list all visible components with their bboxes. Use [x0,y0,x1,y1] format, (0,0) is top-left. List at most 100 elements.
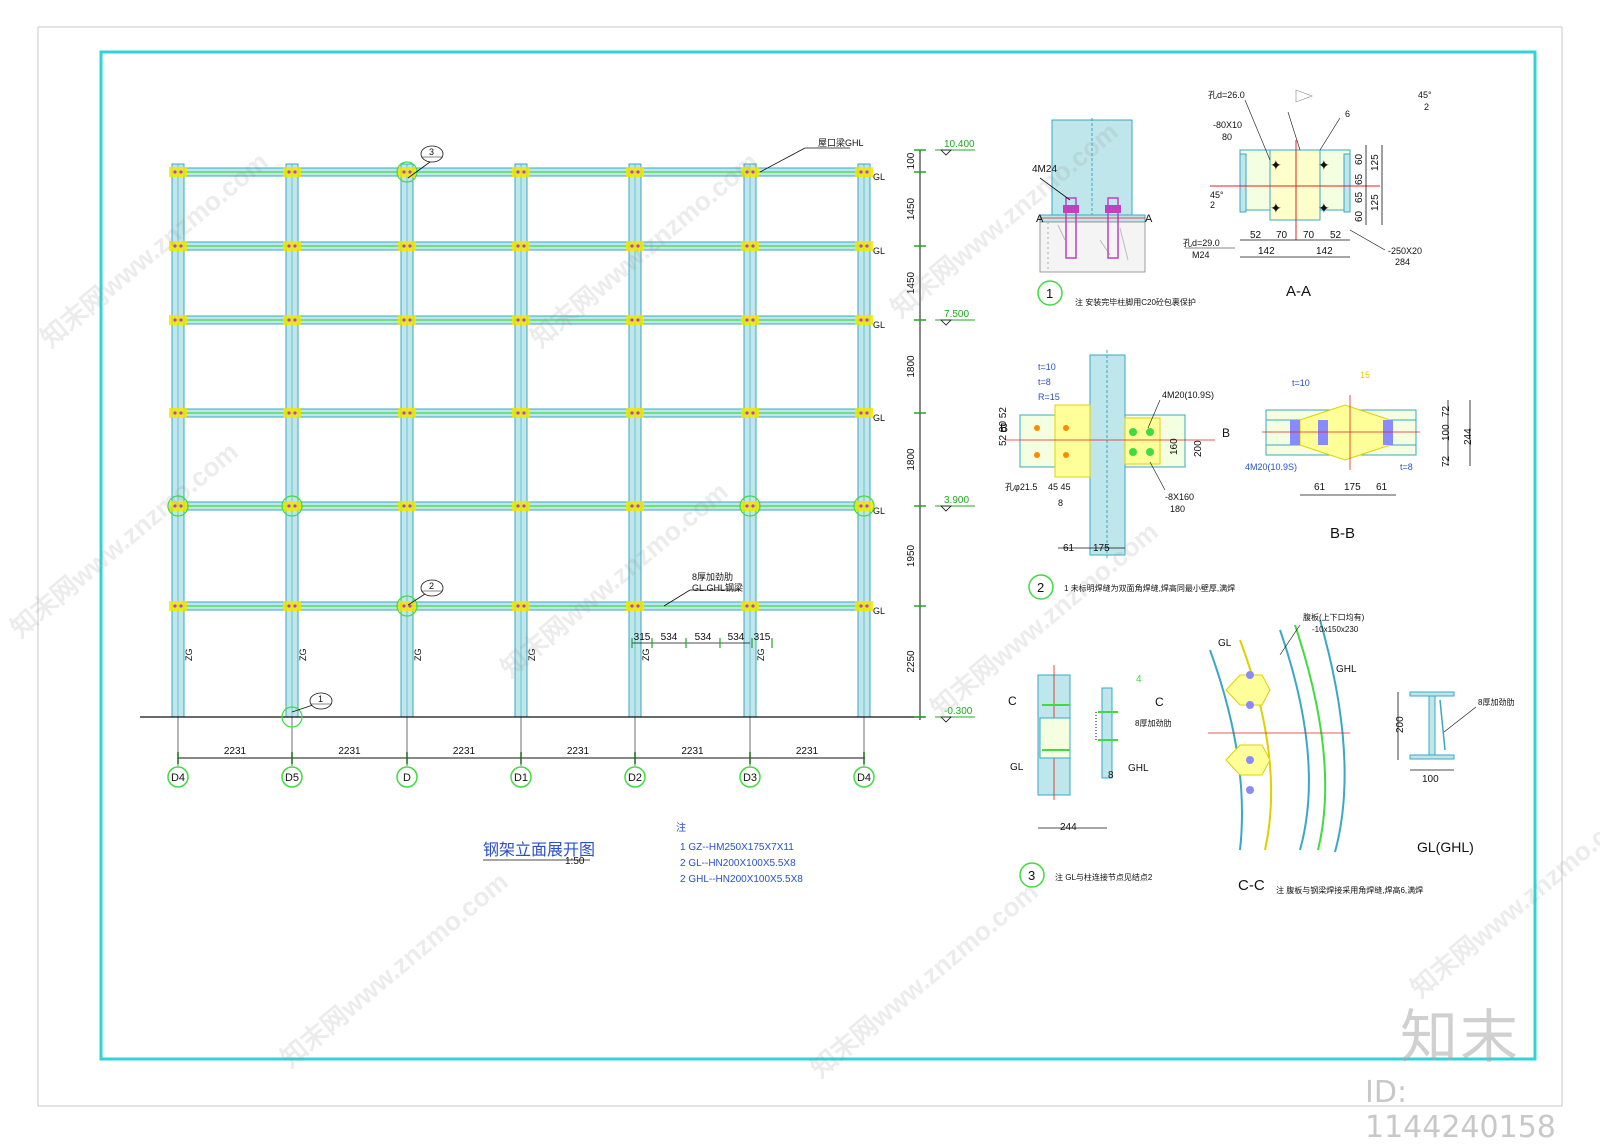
bolt-mark [408,318,412,322]
d2-dim-b1: 61 [1063,543,1075,554]
aa-angle-top: 45° [1418,90,1432,100]
beam-connection [626,167,644,177]
stiffener-dimension: 315 [634,632,651,643]
cc-title: C-C [1238,877,1265,894]
bay-dimension: 2231 [681,746,704,757]
id-tag: ID: 1144240158 [1365,1075,1556,1145]
detail-1-section-right: A [1145,213,1153,225]
bolt-mark [516,504,520,508]
detail-1-bolt: 4M24 [1032,164,1057,175]
bolt-mark [522,411,526,415]
beams-group [169,167,873,611]
joint-mark [853,495,875,517]
bolt-mark [630,170,634,174]
column-label: ZG [756,649,766,662]
cc-note: 注 腹板与钢梁焊接采用角焊缝,焊高6,满焊 [1276,885,1423,895]
level-dimension: 2250 [906,650,917,673]
beam-label: GL [873,413,885,423]
d2-dims-45: 45 45 [1048,482,1071,492]
d2-dim-b2: 175 [1093,543,1110,554]
d3-four: 4 [1136,674,1142,685]
beam-connection [169,501,187,511]
d2-section-left: B [1000,421,1008,435]
beam-connection [512,408,530,418]
note-2: 2 GL--HN200X100X5.5X8 [680,858,796,869]
bolt-mark [179,318,183,322]
bolt-mark [751,244,755,248]
callout-3-num: 3 [429,147,434,157]
aa-bolt-bottom: M24 [1192,250,1210,260]
bb-dim-r3: 72 [1441,455,1452,467]
bb-dim-b1: 61 [1314,482,1326,493]
columns-group [171,163,871,718]
elevation-scale: 1:50 [565,856,585,867]
bolt-mark [287,604,291,608]
beam-connection [398,167,416,177]
bolt-mark [287,411,291,415]
axis-label: D5 [285,772,299,784]
beam-connection [512,167,530,177]
beam-connection [283,315,301,325]
joint-mark [396,161,418,183]
aa-dim-b4: 52 [1330,230,1342,241]
beam-connection [855,241,873,251]
beam-label: GL [873,246,885,256]
elevation-triangle [940,319,952,326]
bolt-mark [865,318,869,322]
bolt-mark [859,504,863,508]
bolt-mark [630,604,634,608]
bolt-mark [402,318,406,322]
cc-plate-size: -10x150x230 [1312,625,1359,634]
axis-bubble [739,766,761,788]
bolt-mark [865,504,869,508]
beam-connection [855,315,873,325]
bolt-mark [745,504,749,508]
bolt-mark [293,504,297,508]
section-cc: GL GHL 腹板(上下口均有) -10x150x230 C-C 注 腹板与钢梁… [1208,612,1423,895]
bolt-mark [179,504,183,508]
gl-title: GL(GHL) [1417,839,1474,855]
detail-2-note: 1 未标明焊缝为双面角焊缝,焊高同最小壁厚,满焊 [1064,583,1235,593]
detail-1-number: 1 [1046,286,1053,301]
column-label: ZG [184,649,194,662]
bb-dim-total: 244 [1463,428,1474,445]
d3-ghl: GHL [1128,763,1149,774]
bolt-mark [745,170,749,174]
level-dimension: 1950 [906,544,917,567]
bolt-mark [516,318,520,322]
bolt-mark [636,504,640,508]
bolt-mark [865,411,869,415]
beam-connection [398,408,416,418]
level-dimension: 1450 [906,197,917,220]
detail-2-beam-column-joint: t=10 t=8 R=15 52 80 52 B B 孔φ21.5 45 45 … [998,350,1235,600]
d2-t8: t=8 [1038,377,1051,387]
top-beam-leader [759,147,806,173]
bb-t10: t=10 [1292,378,1310,388]
axis-bubble [281,766,303,788]
bolt-mark [408,504,412,508]
beam-connection [855,601,873,611]
elevation-value: 3.900 [944,495,969,506]
bb-dim-b2: 175 [1344,482,1361,493]
d3-gl: GL [1010,762,1024,773]
beam-connection [626,601,644,611]
bolt-mark [293,170,297,174]
bay-dimension: 2231 [567,746,590,757]
axis-label: D2 [628,772,642,784]
bolt-mark [865,244,869,248]
bolt-mark [287,170,291,174]
aa-bolt-4: ✦ [1318,200,1330,216]
bolt-mark [859,411,863,415]
beam-label: GL [873,606,885,616]
detail-2-number: 2 [1037,580,1044,595]
bolt-mark [865,604,869,608]
joint-mark [281,495,303,517]
bolt-mark [173,318,177,322]
note-3: 2 GHL--HN200X100X5.5X8 [680,874,803,885]
axis-label: D1 [514,772,528,784]
beam-connection [512,501,530,511]
d2-eight: 8 [1058,498,1063,508]
beam-connection [283,408,301,418]
stiffener-note-2: GL.GHL钢梁 [692,582,743,593]
